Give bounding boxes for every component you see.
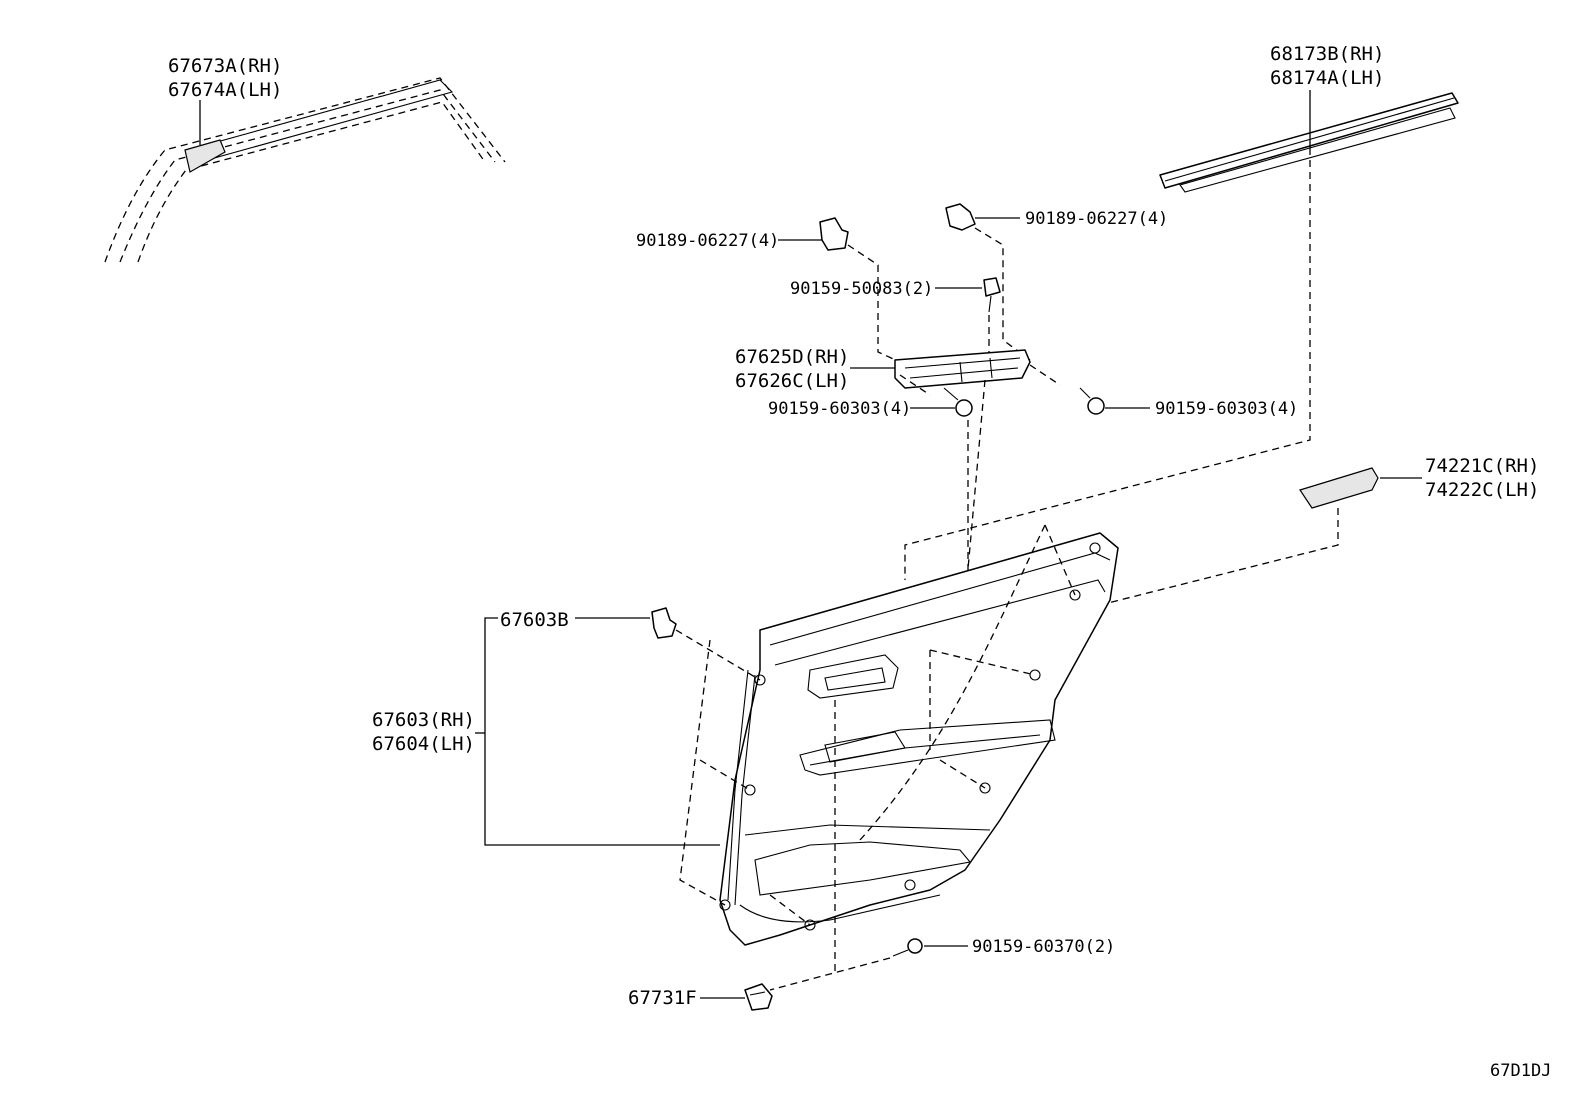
dash-panel-1 <box>1044 524 1076 596</box>
dash-screw-right <box>1029 364 1061 386</box>
dash-panel-clip <box>675 629 761 681</box>
dash-screw-left <box>899 374 931 396</box>
label-screw-right: 90159-60303(4) <box>1155 399 1298 419</box>
label-clip-left: 90189-06227(4) <box>636 231 779 251</box>
label-panel-rh: 67603(RH) <box>372 709 475 731</box>
bracket-icon <box>894 349 1031 389</box>
dash-screw-bottom <box>769 957 891 991</box>
diagram-id: 67D1DJ <box>1490 1061 1551 1081</box>
belt-weatherstrip <box>1159 92 1459 193</box>
leader-panel-bracket <box>484 617 720 846</box>
label-panel-lh: 67604(LH) <box>372 733 475 755</box>
dash-panel-5 <box>679 639 726 906</box>
screw-left-icon <box>943 387 973 417</box>
label-weatherstrip-lh: 68174A(LH) <box>1270 67 1384 89</box>
dash-panel-6 <box>699 759 751 791</box>
clip-right-icon <box>945 203 976 231</box>
bolt-top-icon <box>983 277 1001 313</box>
label-bolt-top: 90159-50083(2) <box>790 279 933 299</box>
panel-clip-icon <box>651 607 677 639</box>
label-screw-left: 90159-60303(4) <box>768 399 911 419</box>
label-weatherstrip-rh: 68173B(RH) <box>1270 43 1384 65</box>
dash-panel-2 <box>859 524 1046 841</box>
label-bracket-rh: 67625D(RH) <box>735 346 849 368</box>
dash-clip-left <box>847 244 901 363</box>
label-bracket-lh: 67626C(LH) <box>735 370 849 392</box>
screw-right-icon <box>1079 387 1105 415</box>
screw-bottom-icon <box>892 938 923 957</box>
dash-clip-right <box>974 227 1031 361</box>
trim-strip-icon <box>1299 467 1379 509</box>
label-moulding-lh: 67674A(LH) <box>168 79 282 101</box>
label-trim-lh: 74222C(LH) <box>1425 479 1539 501</box>
clip-left-icon <box>819 217 849 251</box>
label-panel-clip: 67603B <box>500 609 569 631</box>
cover-icon <box>744 983 773 1011</box>
dash-panel-4 <box>929 649 1036 676</box>
label-clip-right: 90189-06227(4) <box>1025 209 1168 229</box>
dash-panel-9 <box>769 894 811 926</box>
dash-trim-to-panel <box>1099 508 1339 606</box>
dash-panel-7 <box>939 759 986 789</box>
label-trim-rh: 74221C(RH) <box>1425 455 1539 477</box>
label-screw-bottom: 90159-60370(2) <box>972 937 1115 957</box>
label-moulding-rh: 67673A(RH) <box>168 55 282 77</box>
label-cover: 67731F <box>628 987 697 1009</box>
door-frame-moulding <box>104 77 506 263</box>
door-trim-panel <box>719 532 1119 946</box>
